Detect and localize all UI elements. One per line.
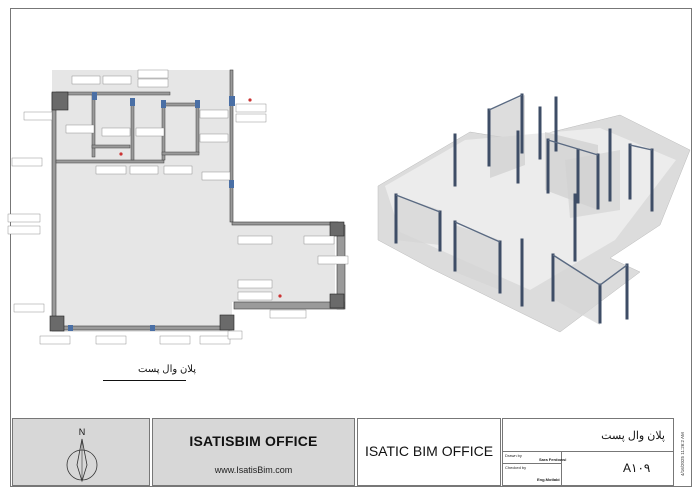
3d-beams xyxy=(395,94,653,286)
office-logo-text: ISATISBIM OFFICE xyxy=(189,433,318,449)
3d-wall-plane xyxy=(555,255,600,325)
north-arrow-icon: N xyxy=(66,427,98,483)
3d-wall-plane xyxy=(455,225,500,290)
drawn-by-label: Drawn by xyxy=(505,453,522,458)
plan-marker xyxy=(119,152,123,156)
3d-wall-plane xyxy=(565,150,620,218)
title-block-company-panel: ISATIC BIM OFFICE xyxy=(357,418,501,486)
plan-wall-int-3 xyxy=(91,144,131,149)
plan-post xyxy=(68,325,73,331)
plan-post xyxy=(195,100,200,108)
checked-by-label: Checked by xyxy=(505,465,527,470)
sheet-number: A۱۰۹ xyxy=(623,461,651,475)
plan-wall-right-upper xyxy=(229,69,234,223)
sheet-border xyxy=(10,8,692,487)
sheet-name: پلان وال پست xyxy=(601,430,665,442)
checked-by-value: Eng.Motlabi xyxy=(537,477,560,482)
plan-post xyxy=(229,96,235,106)
plan-wall-int-4 xyxy=(55,159,165,164)
info-divider xyxy=(503,451,673,452)
plan-post xyxy=(51,91,69,111)
print-timestamp: 4/16/2025 11:26:2 AM xyxy=(680,432,685,476)
plan-marker xyxy=(278,294,282,298)
plan-post xyxy=(49,315,65,332)
plan-post xyxy=(329,293,345,309)
info-left-cell xyxy=(503,451,562,485)
plan-view-title: پلان وال پست xyxy=(138,364,197,375)
info-row-divider xyxy=(503,463,561,464)
website-link[interactable]: www.IsatisBim.com xyxy=(214,465,293,475)
3d-wall-plane xyxy=(490,95,525,178)
plan-post xyxy=(150,325,155,331)
plan-marker xyxy=(248,98,252,102)
title-block-info-panel: پلان وال پست Drawn by Sara Ferdowsi Chec… xyxy=(502,418,674,486)
company-name: ISATIC BIM OFFICE xyxy=(364,443,494,459)
plan-post xyxy=(229,180,234,188)
plan-post xyxy=(92,92,97,100)
plan-post xyxy=(329,221,345,237)
north-label: N xyxy=(79,427,86,437)
plan-title-underline xyxy=(103,380,186,381)
plan-post xyxy=(161,100,166,108)
3d-posts xyxy=(394,93,654,324)
plan-post xyxy=(219,314,235,331)
plan-post xyxy=(130,98,135,106)
title-block-north-panel: N xyxy=(12,418,150,486)
title-block-logo-panel: ISATISBIM OFFICE www.IsatisBim.com xyxy=(152,418,355,486)
plan-wall-int-9 xyxy=(161,151,200,156)
drawn-by-value: Sara Ferdowsi xyxy=(539,457,567,462)
plan-tags xyxy=(7,69,349,345)
